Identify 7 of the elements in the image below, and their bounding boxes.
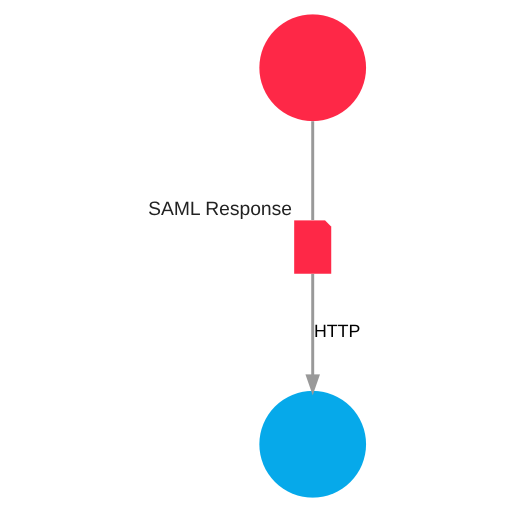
node-document	[294, 220, 332, 274]
node-circle	[259, 390, 366, 498]
node-circle	[259, 14, 366, 122]
edge-label: HTTP	[314, 320, 360, 341]
node-label: SAML Response	[148, 199, 292, 220]
connector	[311, 121, 314, 220]
arrow	[305, 274, 320, 396]
